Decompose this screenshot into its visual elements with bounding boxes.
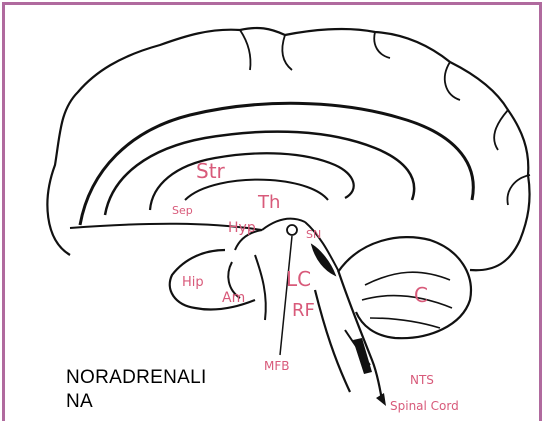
brainstem: [315, 290, 350, 392]
label-rf: RF: [292, 300, 315, 321]
label-hip: Hip: [182, 275, 204, 290]
label-spinal-cord: Spinal Cord: [390, 399, 459, 413]
label-mfb: MFB: [264, 359, 290, 373]
label-nts: NTS: [410, 373, 434, 387]
label-str: Str: [196, 159, 226, 183]
label-lc: LC: [286, 267, 311, 291]
caption-line-1: NORADRENALI: [66, 366, 236, 390]
caption-line-2: NA: [66, 390, 236, 414]
label-sep: Sep: [172, 204, 193, 217]
label-sn: SN: [306, 228, 321, 241]
label-c: C: [414, 283, 428, 307]
caption: NORADRENALI NA: [66, 366, 236, 414]
label-th: Th: [257, 192, 280, 213]
label-am: Am: [222, 290, 245, 306]
label-hyp: Hyp: [228, 220, 256, 236]
